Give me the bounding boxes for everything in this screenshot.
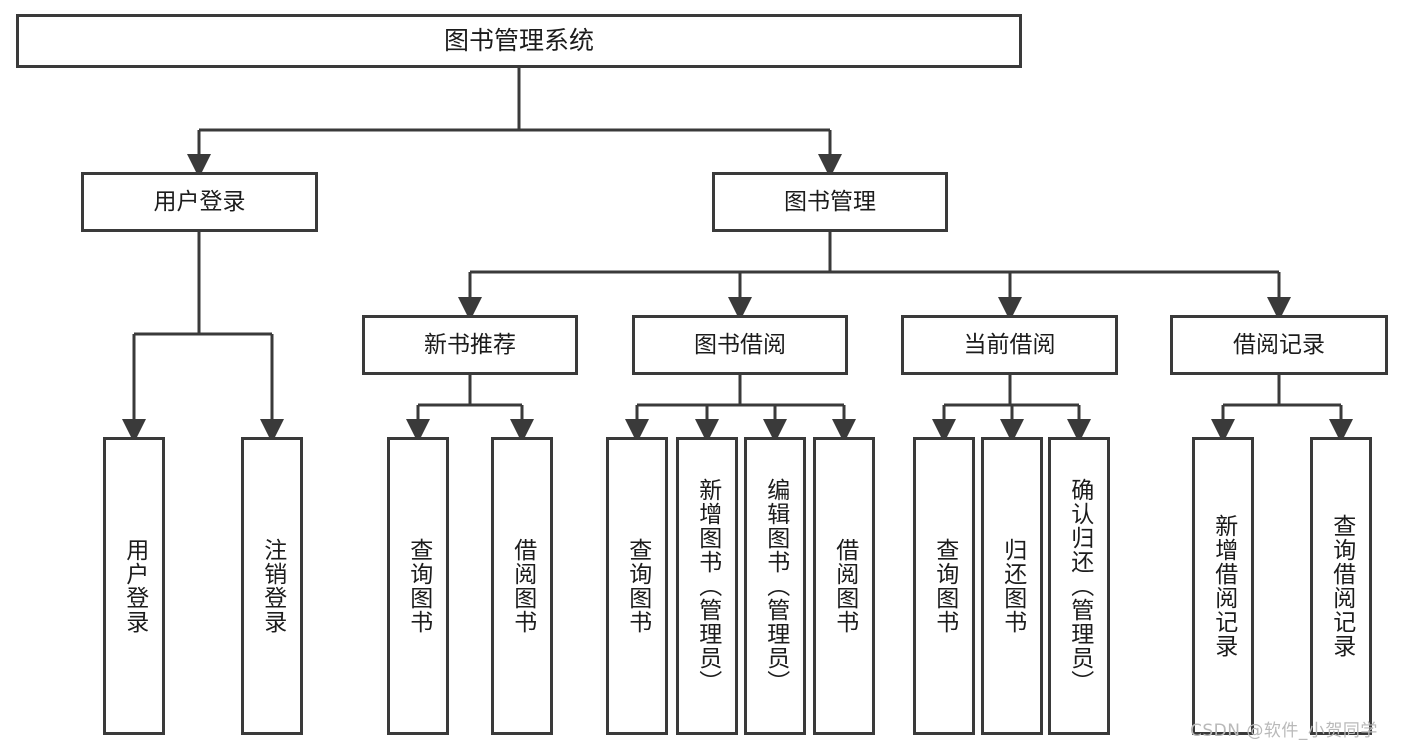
node-label: 注销登录	[259, 538, 286, 634]
node-label: 用户登录	[153, 188, 246, 215]
node-current-borrow[interactable]: 当前借阅	[901, 315, 1118, 375]
node-user-login[interactable]: 用户登录	[81, 172, 318, 232]
node-label: 新增借阅记录	[1210, 514, 1237, 658]
node-new-book-recommend[interactable]: 新书推荐	[362, 315, 578, 375]
node-label: 图书借阅	[694, 331, 786, 358]
node-label: 查询图书	[405, 538, 432, 634]
node-label: 编辑图书（管理员）	[762, 478, 789, 694]
leaf-user-login[interactable]: 用户登录	[103, 437, 165, 735]
node-label: 借阅图书	[509, 538, 536, 634]
node-label: 新增图书（管理员）	[694, 478, 721, 694]
csdn-watermark: CSDN @软件_小贺同学	[1190, 721, 1378, 741]
leaf-query-borrow-record[interactable]: 查询借阅记录	[1310, 437, 1372, 735]
node-label: 图书管理系统	[443, 25, 594, 55]
node-label: 当前借阅	[963, 331, 1056, 358]
node-label: 图书管理	[784, 188, 876, 215]
node-label: 新书推荐	[424, 331, 516, 358]
node-label: 借阅记录	[1233, 331, 1325, 358]
leaf-confirm-return-admin[interactable]: 确认归还（管理员）	[1048, 437, 1110, 735]
node-book-management[interactable]: 图书管理	[712, 172, 948, 232]
leaf-query-book-current[interactable]: 查询图书	[913, 437, 975, 735]
leaf-query-book-borrow[interactable]: 查询图书	[606, 437, 668, 735]
leaf-add-book-admin[interactable]: 新增图书（管理员）	[676, 437, 738, 735]
node-root-book-management-system[interactable]: 图书管理系统	[16, 14, 1022, 68]
leaf-borrow-book[interactable]: 借阅图书	[813, 437, 875, 735]
leaf-borrow-book-recommend[interactable]: 借阅图书	[491, 437, 553, 735]
leaf-logout-login[interactable]: 注销登录	[241, 437, 303, 735]
node-borrow-record[interactable]: 借阅记录	[1170, 315, 1388, 375]
leaf-query-book-recommend[interactable]: 查询图书	[387, 437, 449, 735]
leaf-add-borrow-record[interactable]: 新增借阅记录	[1192, 437, 1254, 735]
node-label: 查询借阅记录	[1328, 514, 1355, 658]
node-book-borrow[interactable]: 图书借阅	[632, 315, 848, 375]
node-label: 查询图书	[624, 538, 651, 634]
node-label: 查询图书	[931, 538, 958, 634]
node-label: 借阅图书	[831, 538, 858, 634]
node-label: 确认归还（管理员）	[1066, 478, 1093, 694]
node-label: 归还图书	[999, 538, 1026, 634]
leaf-return-book[interactable]: 归还图书	[981, 437, 1043, 735]
leaf-edit-book-admin[interactable]: 编辑图书（管理员）	[744, 437, 806, 735]
node-label: 用户登录	[121, 538, 148, 634]
